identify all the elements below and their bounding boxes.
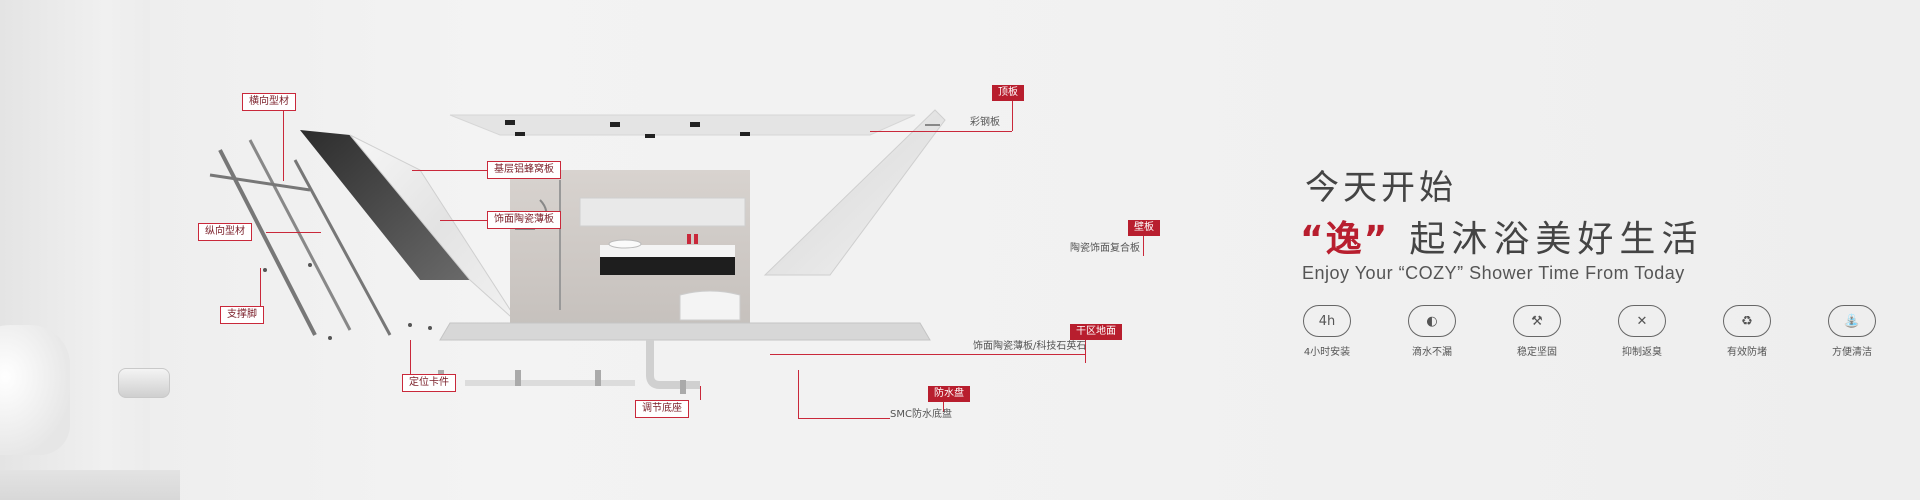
- vertical-profile-bar-3: [293, 159, 392, 336]
- label-horizontal-profile: 横向型材: [242, 93, 296, 111]
- headline-highlight: “逸”: [1300, 219, 1390, 260]
- no-odor-icon: ✕: [1618, 305, 1666, 337]
- leader-color-steel: [870, 131, 1012, 132]
- label-ceiling: 顶板: [992, 85, 1024, 101]
- drain-pipe: [646, 340, 700, 389]
- hammer-icon: ⚒: [1513, 305, 1561, 337]
- leader-smc-tray-v: [798, 370, 799, 418]
- headline-line2: “逸” 起沐浴美好生活: [1300, 210, 1703, 262]
- leader-smc-tray-h: [798, 418, 890, 419]
- water-drop-icon: ◐: [1408, 305, 1456, 337]
- label-positioning-clip: 定位卡件: [402, 374, 456, 392]
- headline-block: 今天开始 “逸” 起沐浴美好生活 Enjoy Your “COZY” Shower…: [1300, 160, 1900, 360]
- vanity-top: [600, 245, 735, 257]
- leader-wall-panel: [1143, 236, 1144, 256]
- leader-vertical-profile: [266, 232, 321, 233]
- feature-label: 有效防堵: [1727, 347, 1767, 358]
- leader-horizontal-profile: [283, 111, 284, 181]
- toilet-image: [0, 325, 70, 455]
- label-color-steel: 彩钢板: [970, 117, 1000, 128]
- vertical-profile-bar-2: [248, 139, 352, 331]
- label-adjust-base: 调节底座: [635, 400, 689, 418]
- leader-positioning-clip: [410, 340, 411, 374]
- leader-support-foot: [260, 268, 261, 306]
- leader-ceramic-sheet: [440, 220, 487, 221]
- ceiling-panel: [449, 114, 916, 136]
- feature-item: ✕ 抑制返臭: [1597, 305, 1687, 358]
- mirror-cabinet: [579, 197, 746, 227]
- label-waterproof-tray: 防水盘: [928, 386, 970, 402]
- headline-line2-rest: 起沐浴美好生活: [1409, 219, 1704, 260]
- leader-waterproof-tray: [943, 402, 944, 412]
- toilet: [679, 290, 741, 321]
- feature-item: ⚒ 稳定坚固: [1492, 305, 1582, 358]
- feature-item: ⛲ 方便清洁: [1807, 305, 1897, 358]
- clock-4h-icon: 4h: [1303, 305, 1351, 337]
- base-honeycomb-panel: [300, 130, 470, 280]
- label-support-foot: 支撑脚: [220, 306, 264, 324]
- vertical-profile-bar: [218, 149, 317, 336]
- feature-icons-row: 4h 4小时安装 ◐ 滴水不漏 ⚒ 稳定坚固 ✕ 抑制返臭 ♻ 有效防堵 ⛲ 方…: [1300, 305, 1900, 365]
- leader-floor-material: [770, 354, 1085, 355]
- leader-base-honeycomb: [412, 170, 487, 171]
- headline-line1: 今天开始: [1305, 168, 1457, 208]
- wall-panel: [763, 109, 946, 276]
- exploded-diagram-art: [209, 109, 946, 394]
- feature-label: 方便清洁: [1832, 347, 1872, 358]
- label-floor-material: 饰面陶瓷薄板/科技石英石: [973, 341, 1087, 352]
- feature-label: 稳定坚固: [1517, 347, 1557, 358]
- feature-item: 4h 4小时安装: [1282, 305, 1372, 358]
- paper-holder-image: [118, 368, 170, 398]
- label-base-honeycomb: 基层铝蜂窝板: [487, 161, 561, 179]
- label-wall-panel: 壁板: [1128, 220, 1160, 236]
- leader-adjust-base: [700, 386, 701, 400]
- feature-item: ◐ 滴水不漏: [1387, 305, 1477, 358]
- label-ceramic-composite: 陶瓷饰面复合板: [1070, 243, 1140, 254]
- feature-label: 滴水不漏: [1412, 347, 1452, 358]
- label-dry-wet-floor: 干区地面: [1070, 324, 1122, 340]
- label-smc-tray: SMC防水底盘: [890, 409, 952, 420]
- vanity-cabinet: [600, 257, 735, 275]
- anti-clog-icon: ♻: [1723, 305, 1771, 337]
- horizontal-profile-bar: [209, 173, 311, 192]
- headline-english: Enjoy Your “COZY” Shower Time From Today: [1302, 263, 1685, 283]
- feature-label: 抑制返臭: [1622, 347, 1662, 358]
- floor-tray: [439, 322, 931, 341]
- label-vertical-profile: 纵向型材: [198, 223, 252, 241]
- leader-dry-wet-floor: [1085, 340, 1086, 363]
- exploded-diagram: 横向型材 纵向型材 支撑脚 定位卡件 基层铝蜂窝板 饰面陶瓷薄板 顶板 彩钢板 …: [180, 80, 1200, 420]
- leader-ceiling: [1012, 101, 1013, 131]
- spray-bottle-icon: ⛲: [1828, 305, 1876, 337]
- left-floor: [0, 470, 180, 500]
- feature-item: ♻ 有效防堵: [1702, 305, 1792, 358]
- label-ceramic-sheet: 饰面陶瓷薄板: [487, 211, 561, 229]
- feature-label: 4小时安装: [1303, 347, 1351, 358]
- adjust-base-rail: [465, 380, 635, 386]
